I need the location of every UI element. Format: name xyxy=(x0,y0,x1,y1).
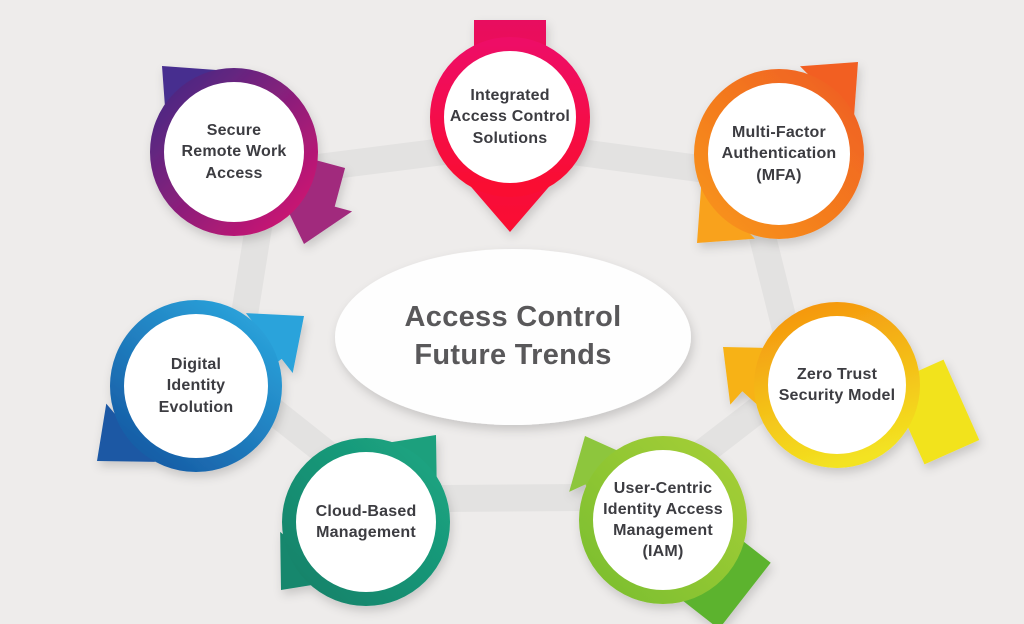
node-digital-identity-evolution xyxy=(97,300,304,472)
node-ring xyxy=(754,302,920,468)
node-integrated-access-control-solutions xyxy=(430,20,590,232)
rotation-arrow-icon xyxy=(278,157,353,244)
node-zero-trust-security-model xyxy=(723,302,980,468)
node-ring xyxy=(110,300,282,472)
center-ellipse xyxy=(335,249,691,425)
node-ring xyxy=(282,438,450,606)
node-multi-factor-authentication xyxy=(694,62,864,243)
node-user-centric-iam xyxy=(569,436,771,624)
node-ring xyxy=(579,436,747,604)
node-ring xyxy=(150,68,318,236)
node-secure-remote-work-access xyxy=(150,66,353,244)
node-ring xyxy=(694,69,864,239)
node-ring xyxy=(430,37,590,197)
node-cloud-based-management xyxy=(280,435,450,606)
